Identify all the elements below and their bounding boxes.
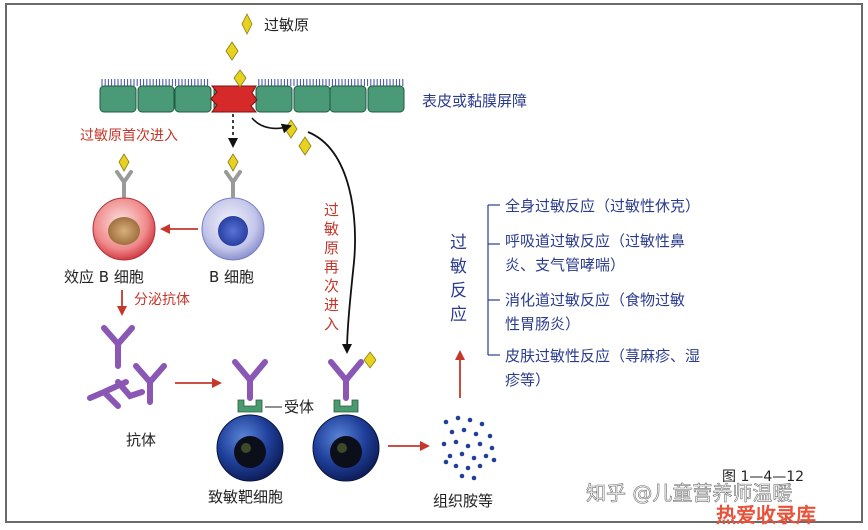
antibody-label: 抗体 [126, 431, 156, 449]
antibody-icon [101, 325, 135, 369]
bound-antibody-icon [232, 359, 268, 401]
histamine-dot [459, 473, 465, 479]
histamine-dot [477, 441, 483, 447]
reaction-item-text: 全身过敏反应（过敏性休克） [505, 197, 700, 215]
barrier-cell [137, 85, 175, 113]
histamine-dot [461, 427, 467, 433]
reentry-short-arrow [251, 117, 292, 134]
reaction-item-text: 疹等） [505, 371, 550, 389]
histamine-dot [473, 431, 479, 437]
target-cell-nucleus [234, 436, 266, 468]
barrier-label: 表皮或黏膜屏障 [422, 92, 527, 110]
epithelial-barrier [99, 79, 405, 113]
histamine-dot [483, 453, 489, 459]
watermark-logo-text: 热爱收录库 [716, 503, 816, 527]
allergen-icon [363, 351, 377, 369]
figure-frame [5, 3, 863, 523]
receptor-icon [237, 399, 263, 413]
allergen-icon [225, 41, 239, 61]
antibody-icon [133, 363, 167, 405]
cilia-row [101, 79, 404, 86]
figure-label: 图 1—4—12 [722, 469, 804, 485]
sensitized-label: 致敏靶细胞 [208, 488, 283, 506]
histamine-dot [449, 429, 455, 435]
receptor-label: 受体 [284, 398, 314, 416]
allergen-label: 过敏原 [264, 16, 309, 34]
reaction-item-text: 呼吸道过敏反应（过敏性鼻 [505, 232, 685, 250]
histamine-granules [441, 415, 497, 481]
histamine-dot [471, 455, 477, 461]
allergen-icon [298, 136, 312, 156]
histamine-dot [477, 463, 483, 469]
reentry-long-arrow [307, 131, 356, 354]
receptor-icon [333, 399, 359, 413]
reaction-bracket [487, 204, 500, 356]
first-entry-label: 过敏原首次进入 [80, 128, 178, 144]
barrier-cell [174, 85, 212, 113]
reaction-item-text: 性胃肠炎） [505, 315, 580, 333]
histamine-dot [443, 459, 449, 465]
effector-label: 效应 B 细胞 [64, 268, 144, 286]
antibody-icon [115, 379, 145, 400]
allergen-icon [118, 153, 130, 172]
b-cell-nucleus [218, 216, 248, 246]
b-cell-receptor [224, 170, 242, 198]
histamine-dot [465, 443, 471, 449]
reaction-item-text: 消化道过敏反应（食物过敏 [505, 291, 685, 309]
barrier-cell [367, 85, 405, 113]
histamine-dot [489, 445, 495, 451]
barrier-cell [99, 85, 137, 113]
damaged-barrier-cell [210, 85, 258, 113]
target-cell-nucleus [330, 436, 362, 468]
bound-antibody-icon [328, 359, 364, 401]
reaction-item-text: 炎、支气管哮喘） [505, 256, 625, 274]
histamine-dot [491, 457, 497, 463]
b-cell [201, 153, 265, 261]
secrete-label: 分泌抗体 [134, 292, 190, 308]
barrier-cell [293, 85, 331, 113]
barrier-cell [255, 85, 293, 113]
histamine-label: 组织胺等 [433, 492, 493, 510]
allergen-icon [284, 119, 298, 139]
allergen-icon [241, 13, 253, 35]
histamine-dot [467, 417, 473, 423]
target-cell-granule [337, 443, 347, 453]
histamine-dot [455, 415, 461, 421]
reentry-label-text: 过敏原再次进入 [324, 201, 339, 333]
reentry-label: 过敏原再次进入 [324, 201, 339, 333]
histamine-dot [447, 453, 453, 459]
histamine-dot [479, 421, 485, 427]
barrier-cell [329, 85, 367, 113]
allergen-icon [227, 153, 239, 172]
b-cell-label: B 细胞 [209, 268, 254, 286]
target-cell-granule [241, 443, 251, 453]
reaction-label: 过敏反应 [450, 233, 467, 325]
histamine-dot [443, 419, 449, 425]
allergen-icon [233, 69, 247, 88]
effector-receptor [115, 170, 133, 198]
reaction-item-text: 皮肤过敏性反应（荨麻疹、湿 [505, 347, 700, 365]
effector-b-cell [92, 153, 156, 261]
sensitized-cell-1 [216, 359, 284, 482]
antibody-group [87, 325, 167, 409]
histamine-dot [471, 475, 477, 481]
histamine-dot [465, 465, 471, 471]
histamine-dot [453, 439, 459, 445]
allergen-particles [225, 13, 312, 156]
sensitized-cell-2 [312, 351, 380, 482]
histamine-dot [487, 433, 493, 439]
watermark-text: 知乎 @儿童营养师温暖 [586, 481, 792, 505]
histamine-dot [453, 463, 459, 469]
histamine-dot [441, 441, 447, 447]
effector-nucleus [108, 217, 140, 245]
histamine-dot [459, 451, 465, 457]
